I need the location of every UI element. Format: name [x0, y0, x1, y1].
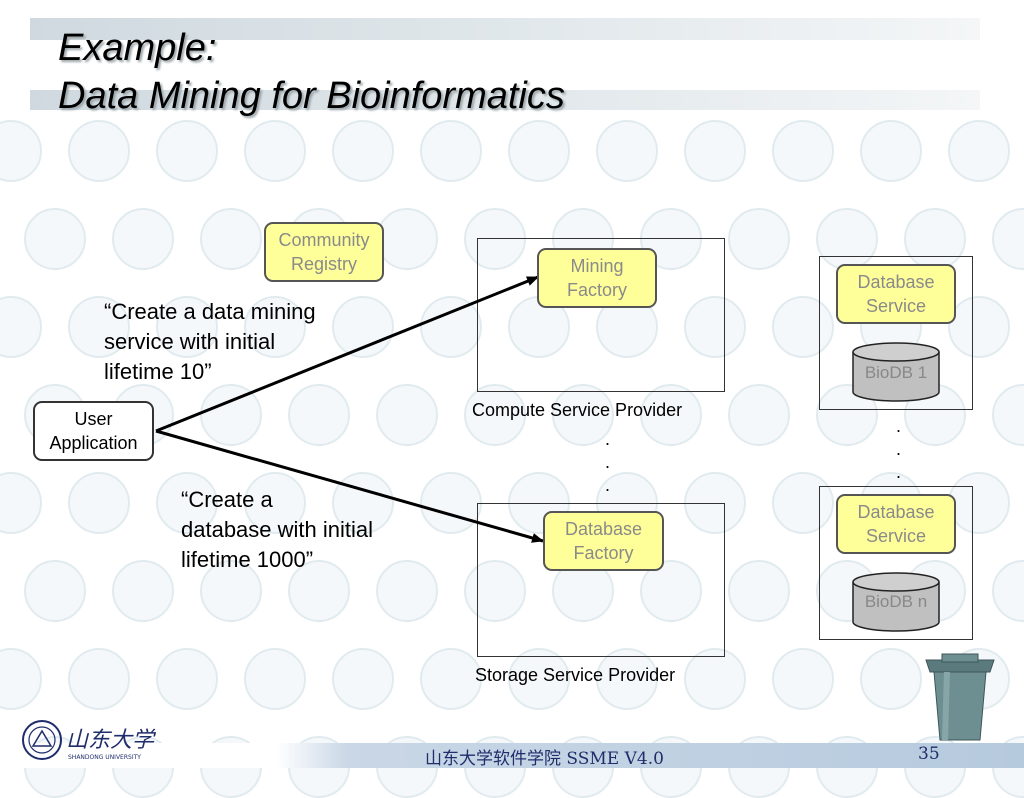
ellipsis-dot: . [605, 475, 611, 495]
ellipsis-dot: . [605, 452, 611, 472]
biodb-n-label: BioDB n [864, 592, 928, 611]
ellipsis-dot: . [896, 439, 902, 459]
database-request-text: “Create a database with initial lifetime… [181, 485, 373, 575]
storage-provider-label: Storage Service Provider [475, 665, 676, 685]
page-number: 35 [918, 744, 940, 764]
mining-factory-label-1: Mining [570, 256, 624, 276]
biodb-1-label: BioDB 1 [864, 363, 928, 382]
ellipsis-dot: . [605, 429, 611, 449]
mining-factory-label-2: Factory [566, 280, 627, 300]
title-decoration-bar [30, 18, 980, 40]
ellipsis-dot: . [896, 462, 902, 482]
logo-subtext: SHANDONG UNIVERSITY [68, 754, 141, 761]
footer-bar [0, 743, 1024, 768]
user-application-label-2: Application [49, 433, 138, 453]
database-cylinder-icon [852, 572, 940, 632]
database-cylinder-icon [852, 342, 940, 402]
database-service-n-label-2: Service [865, 526, 927, 546]
mining-request-line-3: lifetime 10” [104, 359, 212, 384]
database-request-line-2: database with initial [181, 517, 374, 542]
university-logo: 山东大学 SHANDONG UNIVERSITY [22, 720, 157, 761]
storage-provider-frame [477, 503, 725, 657]
database-request-line-3: lifetime 1000” [181, 547, 314, 572]
database-host-frame-n [819, 486, 973, 640]
mining-request-text: “Create a data mining service with initi… [104, 297, 316, 387]
compute-provider-frame [477, 238, 725, 392]
database-service-n-label-1: Database [857, 502, 935, 522]
database-host-frame-1 [819, 256, 973, 410]
database-service-1-label-2: Service [865, 296, 927, 316]
arrows [155, 275, 544, 543]
database-service-1-label-1: Database [857, 272, 935, 292]
database-factory-label-1: Database [564, 519, 643, 539]
mining-request-line-2: service with initial [104, 329, 276, 354]
podium-icon [925, 653, 995, 741]
database-factory-label-2: Factory [573, 543, 634, 563]
arrow-to-mining-factory [155, 275, 539, 433]
community-registry-label-1: Community [278, 230, 370, 250]
community-registry-label-2: Registry [290, 254, 357, 274]
arrow-to-database-factory [155, 429, 544, 543]
title-decoration-bar [30, 90, 980, 110]
ellipsis-dot: . [896, 416, 902, 436]
mining-request-line-1: “Create a data mining [104, 299, 316, 324]
user-application-label-1: User [74, 409, 113, 429]
slide-title: Example: Data Mining for Bioinformatics [58, 24, 565, 120]
footer-center-text: 山东大学软件学院 SSME V4.0 [425, 749, 664, 769]
slide-title-line1: Example: [58, 27, 217, 69]
logo-text: 山东大学 [66, 728, 157, 753]
slide-title-line2: Data Mining for Bioinformatics [58, 75, 565, 117]
database-request-line-1: “Create a [181, 487, 273, 512]
compute-provider-label: Compute Service Provider [472, 400, 683, 420]
